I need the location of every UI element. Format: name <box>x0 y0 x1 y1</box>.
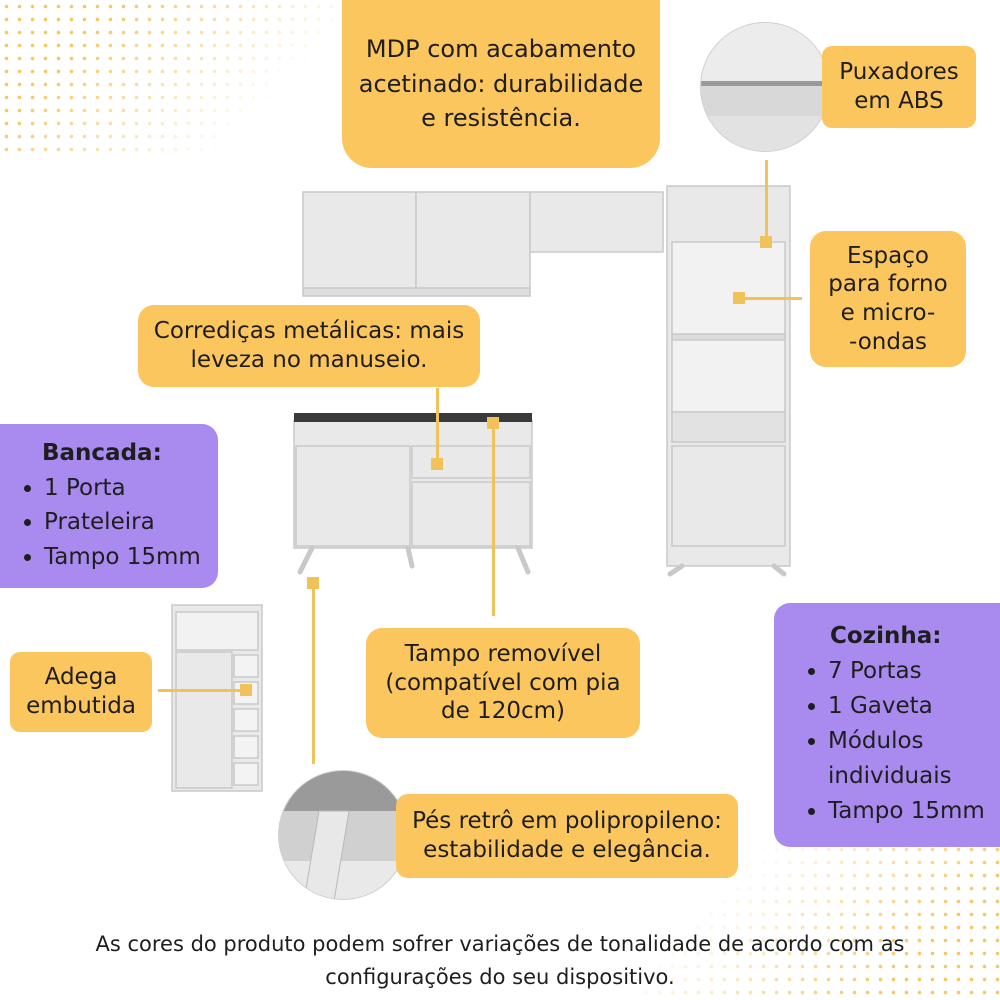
callout-puxadores-line-1: Puxadores <box>839 59 959 86</box>
callout-mdp-line-1: MDP com acabamento <box>365 34 637 63</box>
bancada-panel: Bancada: 1 Porta Prateleira Tampo 15mm <box>0 424 218 588</box>
connector-dot-puxadores <box>760 236 772 248</box>
callout-espaco-line-4: -ondas <box>848 328 928 355</box>
callout-corredicas-line-2: leveza no manuseio. <box>190 347 428 373</box>
callout-mdp: MDP com acabamento acetinado: durabilida… <box>342 0 660 168</box>
callout-mdp-line-2: acetinado: durabilidade <box>358 69 644 98</box>
callout-pes-line-2: estabilidade e elegância. <box>423 837 711 863</box>
leg-detail-circle <box>278 770 408 900</box>
footer-line-2: configurações do seu dispositivo. <box>325 964 675 989</box>
upper-cabinet-door-1 <box>302 191 417 291</box>
cozinha-panel: Cozinha: 7 Portas 1 Gaveta Módulos indiv… <box>774 603 1000 847</box>
connector-dot-adega <box>240 684 252 696</box>
connector-puxadores <box>765 160 768 242</box>
wine-slot-5 <box>233 762 259 786</box>
tall-tower-shelf <box>671 333 786 341</box>
callout-espaco: Espaço para forno e micro- -ondas <box>810 231 966 367</box>
callout-tampo-line-2: (compatível com pia <box>385 669 621 696</box>
handle-detail-circle <box>700 22 830 152</box>
callout-corredicas-line-1: Corrediças metálicas: mais <box>153 318 465 345</box>
connector-adega <box>158 689 248 692</box>
connector-pes <box>312 582 315 764</box>
callout-adega: Adega embutida <box>10 652 152 732</box>
base-leg-3 <box>515 545 531 575</box>
tall-tower-drawer <box>671 411 786 443</box>
connector-espaco <box>740 297 802 300</box>
bancada-title: Bancada: <box>42 440 162 466</box>
bancada-item: 1 Porta <box>22 471 206 506</box>
connector-dot-corredicas <box>431 458 443 470</box>
callout-pes-line-1: Pés retrô em polipropileno: <box>412 808 722 835</box>
connector-corredicas <box>436 388 439 462</box>
callout-corredicas: Corrediças metálicas: mais leveza no man… <box>138 305 480 387</box>
bancada-item: Prateleira <box>22 505 206 540</box>
callout-puxadores: Puxadores em ABS <box>822 46 976 128</box>
connector-dot-espaco <box>733 292 745 304</box>
upper-cabinet-flap <box>529 191 664 253</box>
wine-cabinet-door <box>175 651 233 789</box>
callout-espaco-line-2: para forno <box>828 271 948 298</box>
bancada-list: 1 Porta Prateleira Tampo 15mm <box>22 471 206 575</box>
callout-tampo: Tampo removível (compatível com pia de 1… <box>366 628 640 738</box>
cozinha-list: 7 Portas 1 Gaveta Módulos individuais Ta… <box>806 654 992 829</box>
base-cabinet-door <box>295 445 411 547</box>
footer-disclaimer: As cores do produto podem sofrer variaçõ… <box>40 928 960 993</box>
wine-slot-3 <box>233 708 259 732</box>
base-cabinet-countertop <box>294 413 532 422</box>
tower-leg-2 <box>771 563 787 577</box>
base-cabinet-drawer-2 <box>411 481 531 547</box>
connector-tampo <box>492 422 495 616</box>
callout-tampo-line-3: de 120cm) <box>441 698 565 725</box>
cozinha-item: Tampo 15mm <box>806 794 992 829</box>
connector-dot-pes <box>307 577 319 589</box>
decorative-dots-top-left <box>0 0 340 160</box>
base-leg-2 <box>405 545 415 569</box>
callout-tampo-line-1: Tampo removível <box>404 640 602 667</box>
upper-cabinet-door-2 <box>415 191 531 291</box>
cozinha-title: Cozinha: <box>830 623 942 649</box>
base-leg-1 <box>297 545 315 575</box>
upper-cabinet-base <box>302 287 531 297</box>
base-cabinet-drawer <box>411 445 531 479</box>
bancada-item: Tampo 15mm <box>22 540 206 575</box>
cozinha-item: 7 Portas <box>806 654 992 689</box>
tower-leg-1 <box>667 563 685 577</box>
tall-tower-door <box>671 445 786 547</box>
tall-tower-niche <box>671 241 786 413</box>
cozinha-item: Módulos <box>806 724 992 759</box>
connector-dot-tampo <box>487 417 499 429</box>
wine-slot-1 <box>233 654 259 678</box>
callout-adega-line-2: embutida <box>26 693 136 719</box>
callout-mdp-line-3: e resistência. <box>421 104 581 133</box>
wine-cabinet-niche <box>175 611 259 651</box>
callout-espaco-line-1: Espaço <box>847 242 929 269</box>
footer-line-1: As cores do produto podem sofrer variaçõ… <box>95 932 905 956</box>
callout-pes: Pés retrô em polipropileno: estabilidade… <box>396 794 738 878</box>
callout-adega-line-1: Adega <box>44 664 118 691</box>
callout-espaco-line-3: e micro- <box>840 300 936 326</box>
cozinha-item: 1 Gaveta <box>806 689 992 724</box>
cozinha-item-continuation: individuais <box>828 762 952 789</box>
wine-slot-4 <box>233 735 259 759</box>
callout-puxadores-line-2: em ABS <box>854 88 944 114</box>
